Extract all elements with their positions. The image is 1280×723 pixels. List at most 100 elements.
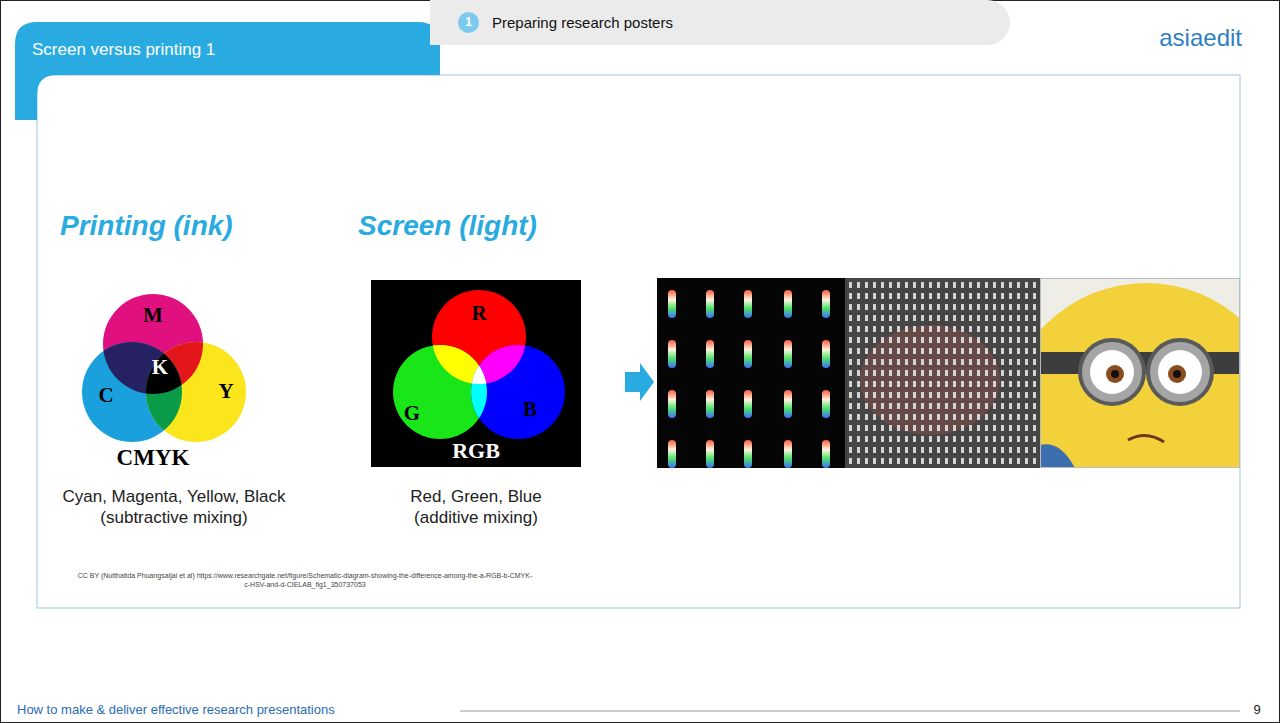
pixel-dot bbox=[881, 425, 884, 431]
pixel-dot bbox=[993, 304, 996, 310]
pixel-dot bbox=[881, 304, 884, 310]
pixel-dot bbox=[1017, 458, 1020, 464]
image-credit: CC BY (Nutthatida Phuangsaijai et al) ht… bbox=[75, 571, 535, 589]
pixel-dot bbox=[953, 348, 956, 354]
label-slot: B bbox=[515, 397, 545, 421]
pixel-dot bbox=[969, 425, 972, 431]
pixel-dot bbox=[1025, 370, 1028, 376]
pixel-dot bbox=[905, 348, 908, 354]
pixel-dot bbox=[1033, 425, 1036, 431]
pixel-dot bbox=[889, 282, 892, 288]
pixel-dot bbox=[961, 293, 964, 299]
pixel-dot bbox=[873, 326, 876, 332]
pixel-dot bbox=[993, 458, 996, 464]
pixel-dot bbox=[937, 414, 940, 420]
pixel-dot bbox=[953, 304, 956, 310]
photo-border bbox=[1041, 279, 1240, 468]
subpixel-dash bbox=[668, 440, 676, 468]
pixel-dot bbox=[969, 370, 972, 376]
pixel-dot bbox=[913, 381, 916, 387]
pixel-dot bbox=[865, 370, 868, 376]
pixel-dot bbox=[969, 436, 972, 442]
pixel-dot bbox=[945, 370, 948, 376]
pixel-dot bbox=[881, 436, 884, 442]
pixel-dot bbox=[921, 337, 924, 343]
pixel-dot bbox=[961, 282, 964, 288]
pixel-dot bbox=[937, 436, 940, 442]
pixel-dot bbox=[937, 326, 940, 332]
pixel-dot bbox=[1025, 326, 1028, 332]
pixel-dot bbox=[1033, 414, 1036, 420]
pixel-dot bbox=[937, 425, 940, 431]
pixel-dot bbox=[1009, 304, 1012, 310]
pixel-dot bbox=[985, 337, 988, 343]
pixel-dot bbox=[1017, 348, 1020, 354]
pixel-dot bbox=[881, 458, 884, 464]
subpixel-dash bbox=[706, 440, 714, 468]
pixel-dot bbox=[865, 326, 868, 332]
pixel-dot bbox=[921, 315, 924, 321]
pixel-dot bbox=[1017, 359, 1020, 365]
pixel-dot bbox=[1009, 370, 1012, 376]
pixel-dot bbox=[849, 381, 852, 387]
pixel-dot bbox=[857, 370, 860, 376]
pixel-dot bbox=[993, 282, 996, 288]
pixel-dot bbox=[1001, 458, 1004, 464]
pixel-dot bbox=[993, 436, 996, 442]
venn-letter: R bbox=[464, 301, 494, 325]
subpixel-dash bbox=[706, 290, 714, 318]
venn-letter: C bbox=[91, 383, 121, 407]
pixel-dot bbox=[977, 315, 980, 321]
pixel-dot bbox=[977, 326, 980, 332]
pixel-dot bbox=[985, 315, 988, 321]
pixel-dot bbox=[881, 447, 884, 453]
pixel-dot bbox=[889, 315, 892, 321]
pixel-dot bbox=[873, 381, 876, 387]
goggle bbox=[1080, 340, 1144, 404]
pixel-dot bbox=[961, 447, 964, 453]
pixel-dot bbox=[865, 348, 868, 354]
pupil bbox=[1173, 370, 1181, 378]
pixel-dot bbox=[905, 447, 908, 453]
pixel-dot bbox=[937, 337, 940, 343]
pixel-dot bbox=[865, 293, 868, 299]
pixel-dot bbox=[1001, 282, 1004, 288]
pixel-dot bbox=[1009, 458, 1012, 464]
pixel-dot bbox=[953, 403, 956, 409]
pixel-dot bbox=[961, 304, 964, 310]
pixel-dot bbox=[953, 359, 956, 365]
pixel-dot bbox=[905, 403, 908, 409]
pixel-dot bbox=[873, 425, 876, 431]
pixel-dot bbox=[913, 414, 916, 420]
pixel-dot bbox=[993, 447, 996, 453]
pixel-dot bbox=[905, 425, 908, 431]
pixel-dot bbox=[977, 304, 980, 310]
pixel-dot bbox=[961, 436, 964, 442]
column-heading: Screen (light) bbox=[358, 210, 628, 242]
subpixel-dash bbox=[784, 340, 792, 368]
pixel-dot bbox=[985, 326, 988, 332]
pixel-dot bbox=[1033, 392, 1036, 398]
overall bbox=[1040, 444, 1075, 468]
model-name: CMYK bbox=[93, 445, 213, 471]
pixel-dot bbox=[1025, 425, 1028, 431]
pixel-dot bbox=[889, 359, 892, 365]
venn-overlap bbox=[146, 342, 246, 442]
pixel-dot bbox=[849, 337, 852, 343]
pixel-dot bbox=[913, 282, 916, 288]
pixel-dot bbox=[881, 381, 884, 387]
label-slot: How to make & deliver effective research… bbox=[17, 703, 457, 718]
pixel-dot bbox=[865, 337, 868, 343]
pixel-dot bbox=[865, 359, 868, 365]
subpixel-dash bbox=[822, 390, 830, 418]
pixel-dot bbox=[1025, 436, 1028, 442]
pixel-dot bbox=[993, 370, 996, 376]
pixel-dot bbox=[865, 315, 868, 321]
pixel-dot bbox=[961, 381, 964, 387]
pixel-dot bbox=[873, 447, 876, 453]
label-slot: M bbox=[138, 303, 168, 327]
pixel-dot bbox=[905, 414, 908, 420]
pixel-dot bbox=[865, 436, 868, 442]
pixel-dot bbox=[1025, 403, 1028, 409]
pixel-dot bbox=[857, 337, 860, 343]
